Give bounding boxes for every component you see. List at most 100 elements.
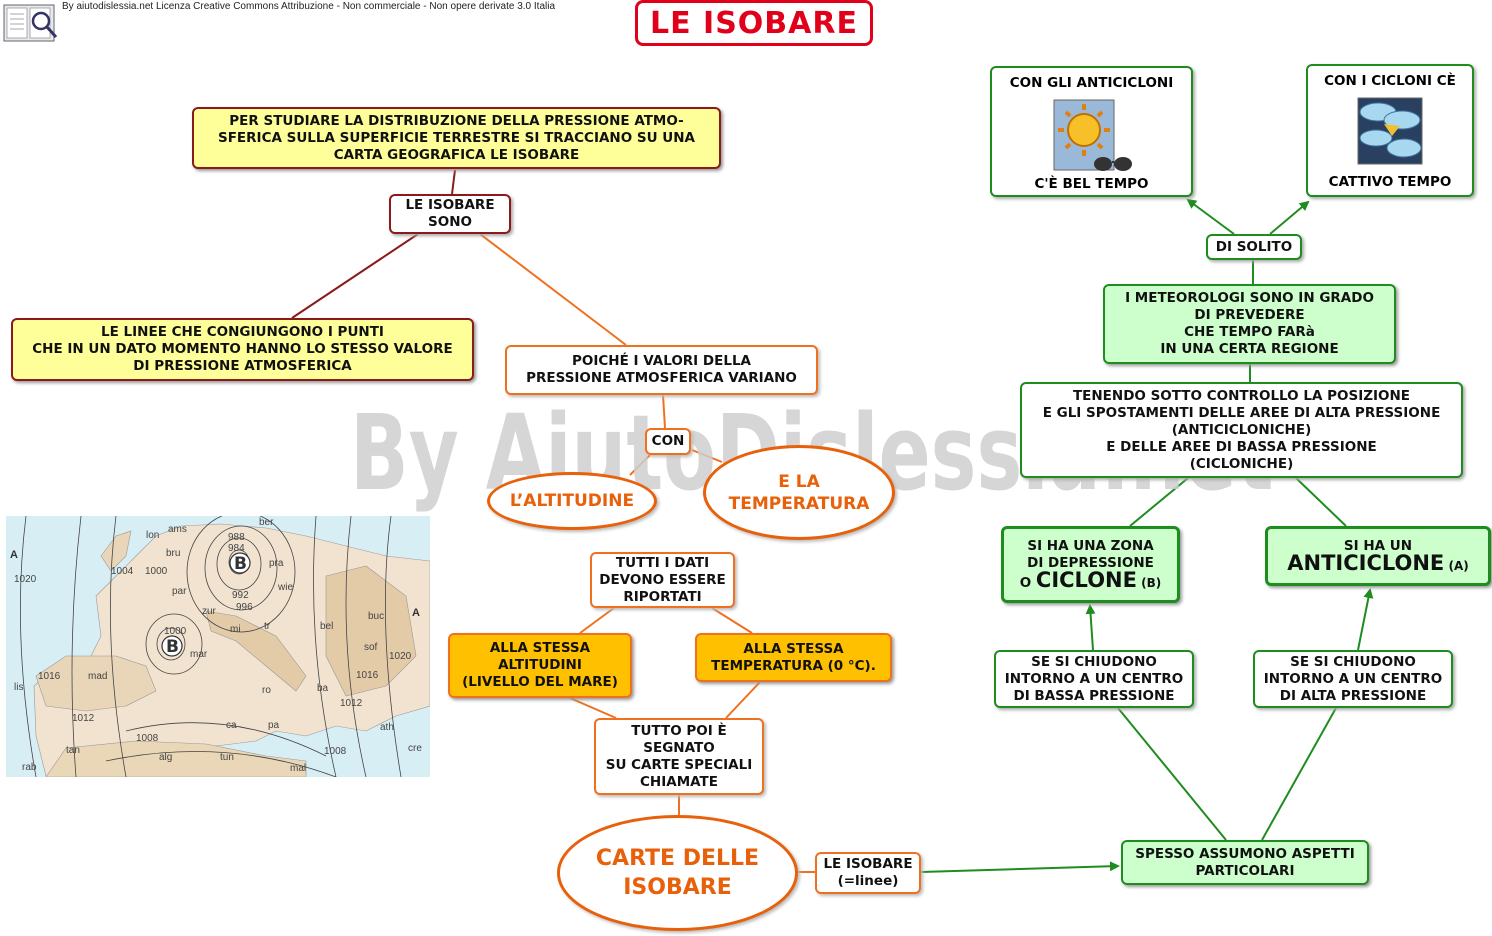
linee-box: LE ISOBARE (=linee) bbox=[815, 852, 921, 894]
map-city-tan: tan bbox=[66, 745, 80, 756]
map-city-ba: ba bbox=[317, 683, 329, 694]
carte-ellipse: CARTE DELLE ISOBARE bbox=[557, 815, 798, 931]
stessa-temperatura-box: ALLA STESSA TEMPERATURA (0 °C). bbox=[695, 633, 892, 682]
map-city-ber: ber bbox=[259, 517, 274, 528]
map-city-mal: mal bbox=[290, 763, 306, 774]
map-label-low-north: B bbox=[234, 554, 247, 574]
map-isobar-1016: 1016 bbox=[38, 671, 61, 682]
map-isobar-1000: 1000 bbox=[145, 566, 168, 577]
logo-icon bbox=[3, 4, 58, 42]
map-city-ams: ams bbox=[168, 524, 187, 535]
line-ciclone-controllo bbox=[1129, 477, 1189, 527]
anticiclone-text: SI HA UN ANTICICLONE (A) bbox=[1287, 537, 1469, 575]
cicloni-card: CON I CICLONI CÈ CATTIVO TEMPO bbox=[1306, 64, 1474, 197]
map-city-par: par bbox=[172, 586, 187, 597]
line-variano-con bbox=[662, 394, 666, 429]
controllo-box: TENENDO SOTTO CONTROLLO LA POSIZIONE E G… bbox=[1020, 382, 1463, 478]
anticiclone-box: SI HA UN ANTICICLONE (A) bbox=[1265, 526, 1491, 586]
line-altitudine-segnato bbox=[569, 697, 617, 719]
meteorologi-box: I METEOROLOGI SONO IN GRADO DI PREVEDERE… bbox=[1103, 284, 1396, 364]
map-city-ro: ro bbox=[262, 685, 271, 696]
intro-box: PER STUDIARE LA DISTRIBUZIONE DELLA PRES… bbox=[192, 107, 721, 169]
map-isobar-1004: 1004 bbox=[111, 566, 134, 577]
bassa-pressione-box: SE SI CHIUDONO INTORNO A UN CENTRO DI BA… bbox=[994, 650, 1194, 708]
map-city-cre: cre bbox=[408, 743, 422, 754]
ciclone-keyword: CICLONE bbox=[1035, 567, 1137, 592]
line-riportati-temperatura bbox=[711, 607, 753, 634]
altitudine-ellipse: L’ALTITUDINE bbox=[487, 472, 657, 530]
line-alta-anticiclone bbox=[1357, 588, 1374, 651]
cicloni-top-label: CON I CICLONI CÈ bbox=[1324, 73, 1456, 89]
map-isobar-1016b: 1016 bbox=[356, 670, 379, 681]
ciclone-box: SI HA UNA ZONA DI DEPRESSIONE O CICLONE … bbox=[1001, 526, 1180, 603]
line-anticiclone-controllo bbox=[1295, 477, 1347, 527]
map-label-low-south: B bbox=[166, 637, 179, 657]
aspetti-box: SPESSO ASSUMONO ASPETTI PARTICOLARI bbox=[1121, 840, 1369, 885]
map-city-lis: lis bbox=[14, 682, 23, 693]
map-isobar-996: 996 bbox=[236, 602, 253, 613]
temperatura-ellipse: E LA TEMPERATURA bbox=[703, 445, 895, 540]
variano-box: POICHÉ I VALORI DELLA PRESSIONE ATMOSFER… bbox=[505, 345, 818, 395]
con-box: CON bbox=[645, 428, 691, 455]
map-city-pra: pra bbox=[269, 558, 284, 569]
map-isobar-984: 984 bbox=[228, 543, 245, 554]
di-solito-box: DI SOLITO bbox=[1206, 234, 1302, 260]
map-city-lon: lon bbox=[146, 530, 159, 541]
map-city-bru: bru bbox=[166, 548, 180, 559]
segnato-box: TUTTO POI È SEGNATO SU CARTE SPECIALI CH… bbox=[594, 718, 764, 795]
riportati-box: TUTTI I DATI DEVONO ESSERE RIPORTATI bbox=[590, 552, 735, 608]
map-city-ath: ath bbox=[380, 722, 394, 733]
map-isobar-1008b: 1008 bbox=[324, 746, 347, 757]
map-city-alg: alg bbox=[159, 752, 172, 763]
anticiclone-keyword: ANTICICLONE bbox=[1287, 550, 1445, 575]
map-city-mar: mar bbox=[190, 649, 208, 660]
page-title: LE ISOBARE bbox=[635, 0, 873, 46]
license-credit: By aiutodislessia.net Licenza Creative C… bbox=[62, 1, 556, 12]
map-isobar-1020: 1020 bbox=[14, 574, 37, 585]
alta-pressione-box: SE SI CHIUDONO INTORNO A UN CENTRO DI AL… bbox=[1253, 650, 1453, 708]
storm-cloud-icon bbox=[1357, 97, 1423, 165]
anticicloni-bottom-label: C'È BEL TEMPO bbox=[1034, 176, 1149, 192]
line-linee-aspetti bbox=[920, 861, 1120, 873]
line-disolito-anticicloni bbox=[1186, 198, 1235, 235]
map-label-high-west: A bbox=[10, 549, 18, 561]
map-city-wie: wie bbox=[277, 582, 293, 593]
map-isobar-1020b: 1020 bbox=[389, 651, 412, 662]
map-city-bel: bel bbox=[320, 621, 333, 632]
map-label-high-east: A bbox=[412, 607, 420, 619]
line-aspetti-bassa bbox=[1117, 707, 1227, 841]
line-sono-variano bbox=[479, 233, 627, 346]
map-city-tun: tun bbox=[220, 752, 234, 763]
cicloni-bottom-label: CATTIVO TEMPO bbox=[1328, 174, 1452, 190]
isobar-map: A A B B 1020 1004 1000 988 984 992 996 1… bbox=[6, 516, 430, 777]
sono-box: LE ISOBARE SONO bbox=[389, 194, 511, 234]
line-riportati-altitudine bbox=[579, 607, 615, 634]
map-city-zur: zur bbox=[202, 606, 217, 617]
line-con-temperatura bbox=[691, 449, 723, 463]
line-aspetti-alta bbox=[1261, 707, 1337, 841]
map-isobar-992: 992 bbox=[232, 590, 249, 601]
line-bassa-ciclone bbox=[1085, 604, 1096, 651]
map-city-buc: buc bbox=[368, 611, 384, 622]
map-isobar-988: 988 bbox=[228, 532, 245, 543]
map-city-mad: mad bbox=[88, 671, 107, 682]
map-city-pa: pa bbox=[268, 720, 280, 731]
line-con-altitudine bbox=[629, 454, 651, 476]
ciclone-text: SI HA UNA ZONA DI DEPRESSIONE O CICLONE … bbox=[1019, 537, 1162, 592]
map-isobar-1000b: 1000 bbox=[164, 626, 187, 637]
map-city-sof: sof bbox=[364, 642, 378, 653]
map-isobar-1012: 1012 bbox=[72, 713, 95, 724]
map-isobar-1012b: 1012 bbox=[340, 698, 363, 709]
map-city-mi: mi bbox=[230, 624, 241, 635]
sunglasses-icon bbox=[1094, 157, 1132, 171]
map-city-tr: tr bbox=[264, 621, 271, 632]
anticicloni-top-label: CON GLI ANTICICLONI bbox=[1009, 75, 1174, 91]
line-disolito-cicloni bbox=[1269, 200, 1310, 235]
stessa-altitudine-box: ALLA STESSA ALTITUDINI (LIVELLO DEL MARE… bbox=[448, 633, 632, 698]
line-sono-definition bbox=[291, 233, 419, 319]
anticicloni-card: CON GLI ANTICICLONI C'È BEL TEMPO bbox=[990, 66, 1193, 197]
map-city-ca: ca bbox=[226, 720, 237, 731]
map-city-rab: rab bbox=[22, 762, 37, 773]
line-intro-sono bbox=[451, 169, 456, 195]
